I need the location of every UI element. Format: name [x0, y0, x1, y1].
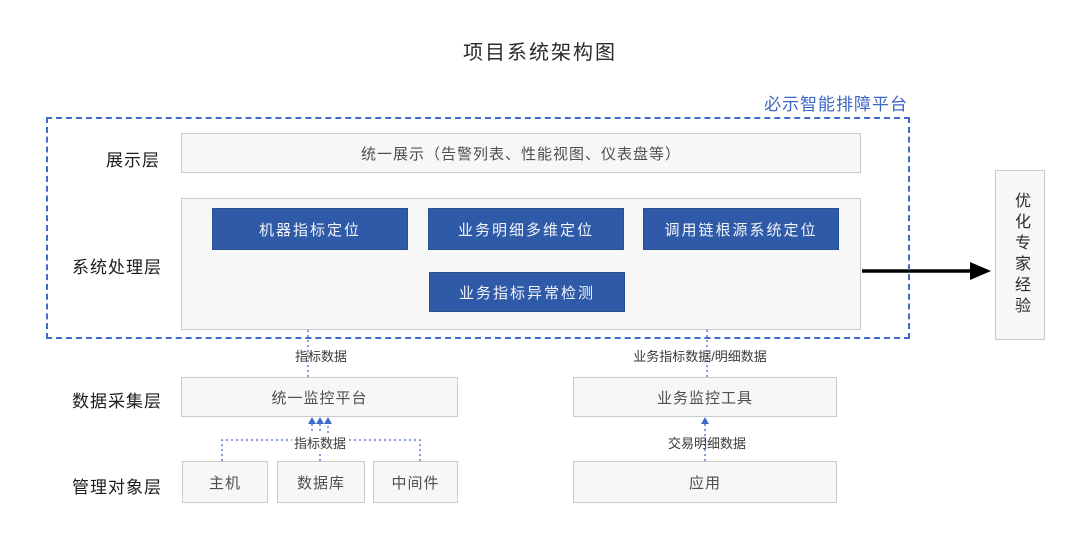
expert-experience-box: 优化专家经验: [995, 170, 1045, 340]
layer-label-processing: 系统处理层: [72, 258, 162, 277]
platform-name-label: 必示智能排障平台: [764, 95, 908, 114]
unified-display-box: 统一展示（告警列表、性能视图、仪表盘等）: [181, 133, 861, 173]
middleware-box: 中间件: [373, 461, 458, 503]
unified-monitoring-platform-box: 统一监控平台: [181, 377, 458, 417]
flow-label-metric-data-lower: 指标数据: [291, 433, 349, 452]
trace-root-system-locating-box: 调用链根源系统定位: [643, 208, 839, 250]
biz-monitoring-tool-box: 业务监控工具: [573, 377, 837, 417]
host-box: 主机: [182, 461, 268, 503]
application-box: 应用: [573, 461, 837, 503]
machine-metric-locating-box: 机器指标定位: [212, 208, 408, 250]
layer-label-display: 展示层: [106, 151, 160, 170]
biz-detail-multidim-locating-box: 业务明细多维定位: [428, 208, 624, 250]
database-box: 数据库: [277, 461, 365, 503]
expert-experience-label: 优化专家经验: [1012, 192, 1029, 318]
biz-metric-anomaly-detect-box: 业务指标异常检测: [429, 272, 625, 312]
flow-label-trade-detail: 交易明细数据: [667, 436, 747, 451]
layer-label-objects: 管理对象层: [72, 478, 162, 497]
layer-label-collection: 数据采集层: [72, 392, 162, 411]
flow-label-biz-metric-detail: 业务指标数据/明细数据: [633, 349, 767, 364]
platform-boundary: [46, 117, 910, 339]
page-title: 项目系统架构图: [463, 42, 617, 64]
flow-label-metric-data-upper: 指标数据: [294, 349, 348, 364]
